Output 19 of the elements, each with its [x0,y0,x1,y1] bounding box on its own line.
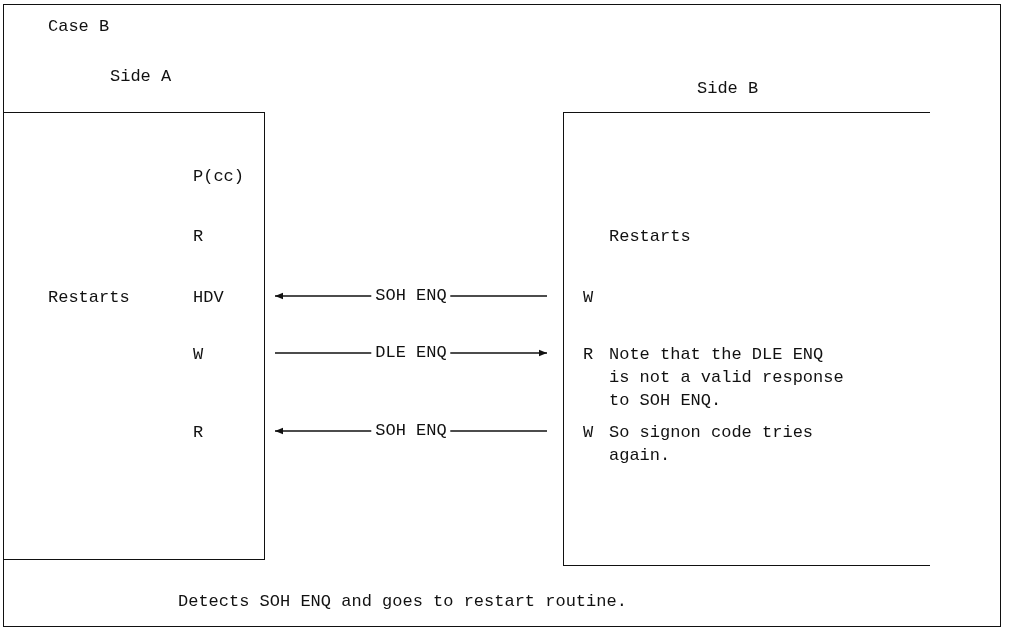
state-label: W [583,287,594,309]
edge-label: SOH ENQ [371,286,451,306]
edge-label: DLE ENQ [371,343,451,363]
note-text: So signon code tries again. [609,422,815,467]
edge-label: SOH ENQ [371,421,451,441]
state-label: Restarts [48,287,130,309]
state-label: Restarts [609,226,691,248]
state-label: HDV [193,287,224,309]
state-label: W [583,422,594,444]
state-label: R [193,226,204,248]
figure-caption: Detects SOH ENQ and goes to restart routine. [178,591,627,613]
panel-heading: Side A [110,66,172,88]
panel-heading: Side B [697,78,759,100]
state-label: R [193,422,204,444]
state-label: R [583,344,594,366]
note-text: Note that the DLE ENQ is not a valid response to SOH ENQ. [609,344,845,412]
state-label: P(cc) [193,166,244,188]
state-label: W [193,344,204,366]
figure-title: Case B [48,16,110,38]
